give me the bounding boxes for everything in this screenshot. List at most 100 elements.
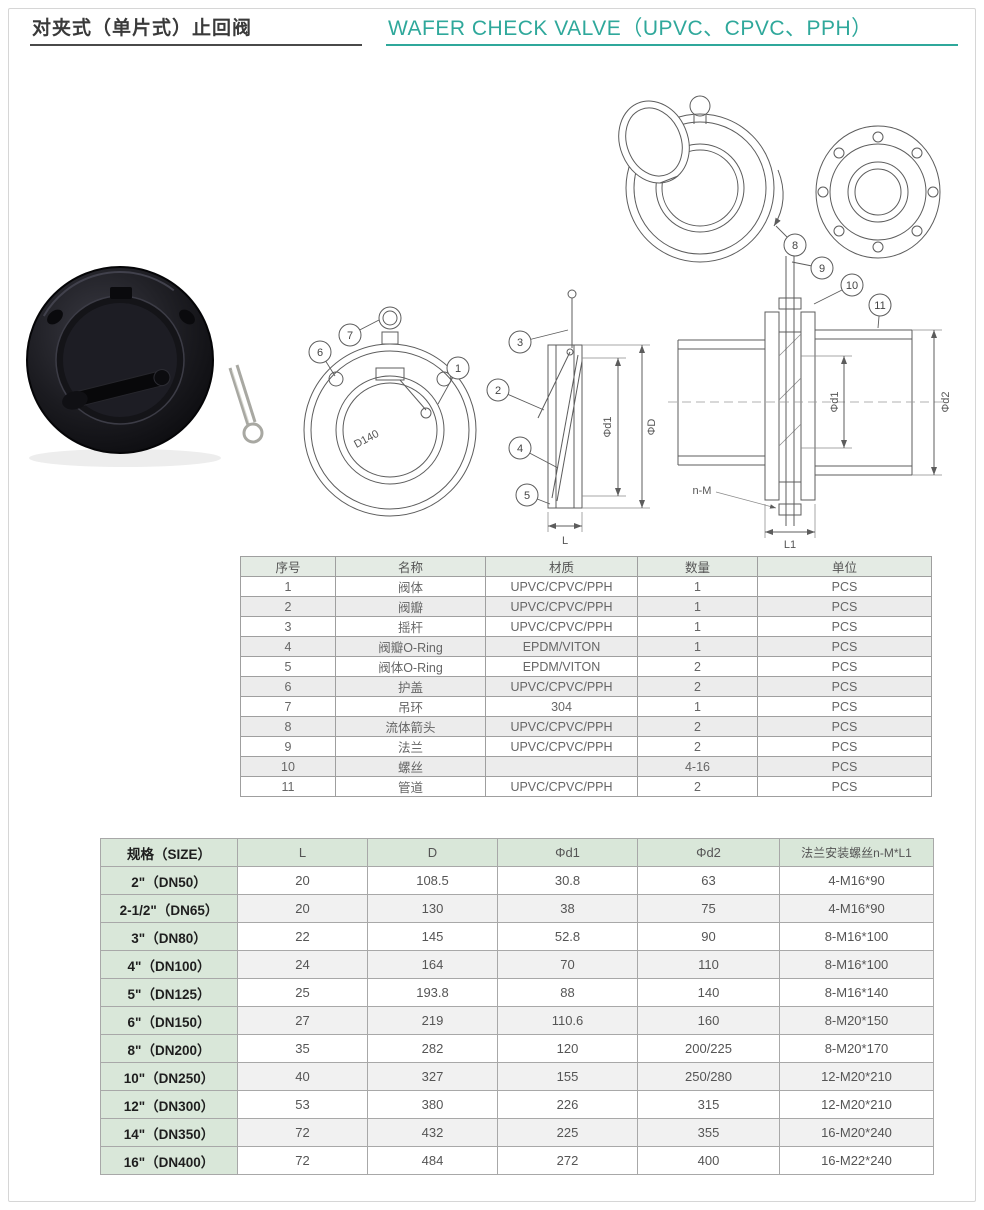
cell: PCS xyxy=(757,776,932,797)
cell: 20 xyxy=(237,866,368,895)
cell: PCS xyxy=(757,756,932,777)
disc-marking: D140 xyxy=(352,428,381,451)
cell: UPVC/CPVC/PPH xyxy=(485,716,638,737)
cell: 9 xyxy=(240,736,336,757)
callout-1: 1 xyxy=(437,356,470,405)
cell: 164 xyxy=(367,950,498,979)
dim-label-d2: Φd2 xyxy=(940,391,952,412)
cell: PCS xyxy=(757,596,932,617)
cell: 355 xyxy=(637,1118,780,1147)
title-underline-en xyxy=(386,44,958,46)
cell: 6 xyxy=(240,676,336,697)
cell: 160 xyxy=(637,1006,780,1035)
callout-11: 11 xyxy=(868,293,892,329)
cell: 16"（DN400） xyxy=(100,1146,238,1175)
page-frame xyxy=(8,8,976,1202)
cell: 24 xyxy=(237,950,368,979)
callout-4: 4 xyxy=(508,436,559,469)
svg-text:3: 3 xyxy=(517,337,523,349)
cell: 75 xyxy=(637,894,780,923)
column-header: Φd2 xyxy=(637,838,780,867)
cell: EPDM/VITON xyxy=(485,656,638,677)
cell: PCS xyxy=(757,656,932,677)
cell: 8-M20*170 xyxy=(779,1034,934,1063)
cell: 272 xyxy=(497,1146,638,1175)
installed-view: Φd1 Φd2 L1 n-M xyxy=(668,256,952,550)
technical-drawing: D140 Φd1 ΦD L xyxy=(303,95,952,550)
cell: 22 xyxy=(237,922,368,951)
cell: 8-M16*100 xyxy=(779,922,934,951)
cell xyxy=(485,756,638,777)
cell: 6"（DN150） xyxy=(100,1006,238,1035)
column-header: L xyxy=(237,838,368,867)
cell: 400 xyxy=(637,1146,780,1175)
header-row: 序号名称材质数量单位 xyxy=(240,556,932,577)
cell: 8"（DN200） xyxy=(100,1034,238,1063)
cell: 4 xyxy=(240,636,336,657)
column-header: 名称 xyxy=(335,556,486,577)
callout-9: 9 xyxy=(791,256,834,280)
dim-label-d1-section: Φd1 xyxy=(602,416,614,437)
callout-7: 7 xyxy=(338,319,380,347)
cell: UPVC/CPVC/PPH xyxy=(485,616,638,637)
cell: 130 xyxy=(367,894,498,923)
cell: 阀体O-Ring xyxy=(335,656,486,677)
callout-10: 10 xyxy=(813,273,864,305)
cell: 1 xyxy=(637,576,758,597)
valve-handle xyxy=(62,369,171,410)
svg-text:1: 1 xyxy=(455,363,461,375)
cell: 53 xyxy=(237,1090,368,1119)
cell: 10"（DN250） xyxy=(100,1062,238,1091)
cell: 8-M16*140 xyxy=(779,978,934,1007)
cell: 4-16 xyxy=(637,756,758,777)
cell: 12-M20*210 xyxy=(779,1062,934,1091)
cell: 2-1/2"（DN65） xyxy=(100,894,238,923)
cell: 摇杆 xyxy=(335,616,486,637)
cell: 8 xyxy=(240,716,336,737)
cell: 88 xyxy=(497,978,638,1007)
cell: 8-M16*100 xyxy=(779,950,934,979)
cell: 14"（DN350） xyxy=(100,1118,238,1147)
svg-text:7: 7 xyxy=(347,330,353,342)
cell: UPVC/CPVC/PPH xyxy=(485,676,638,697)
cell: PCS xyxy=(757,736,932,757)
cell: 11 xyxy=(240,776,336,797)
cell: 27 xyxy=(237,1006,368,1035)
svg-text:2: 2 xyxy=(495,385,501,397)
cell: UPVC/CPVC/PPH xyxy=(485,776,638,797)
cell: 2"（DN50） xyxy=(100,866,238,895)
cell: 护盖 xyxy=(335,676,486,697)
cell: 1 xyxy=(637,596,758,617)
cell: 12-M20*210 xyxy=(779,1090,934,1119)
cell: 阀体 xyxy=(335,576,486,597)
cell: PCS xyxy=(757,716,932,737)
iso-view xyxy=(618,95,941,263)
cell: 2 xyxy=(637,736,758,757)
cell: 72 xyxy=(237,1146,368,1175)
cell: 250/280 xyxy=(637,1062,780,1091)
dim-label-L1: L1 xyxy=(784,539,796,550)
cell: 38 xyxy=(497,894,638,923)
cell: PCS xyxy=(757,676,932,697)
cell: 阀瓣 xyxy=(335,596,486,617)
cell: 90 xyxy=(637,922,780,951)
